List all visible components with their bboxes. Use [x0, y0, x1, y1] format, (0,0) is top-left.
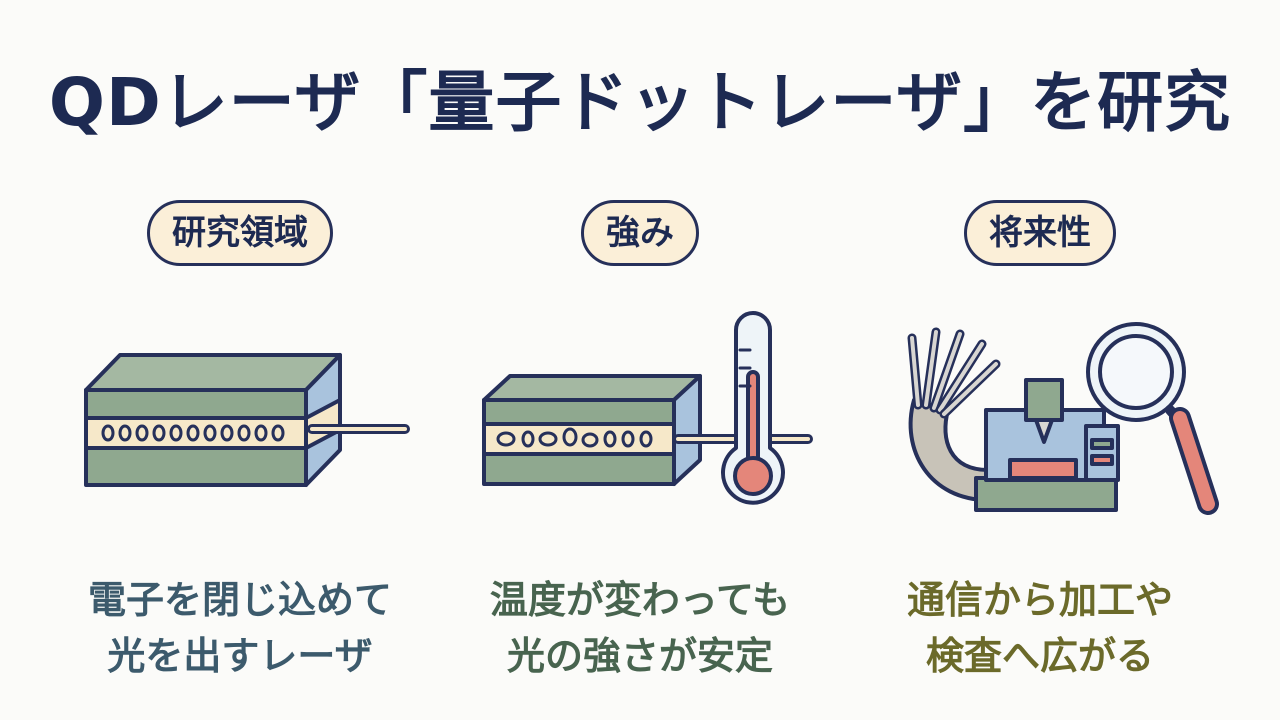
caption-future: 通信から加工や 検査へ広がる	[840, 572, 1240, 684]
laser-chip-icon	[84, 353, 410, 487]
caption-research-area: 電子を閉じ込めて 光を出すレーザ	[40, 572, 440, 684]
caption-line: 光を出すレーザ	[107, 634, 373, 678]
caption-strength: 温度が変わっても 光の強さが安定	[440, 572, 840, 684]
page-title: QDレーザ「量子ドットレーザ」を研究	[48, 64, 1232, 141]
label-research-area: 研究領域	[147, 200, 333, 266]
label-future: 将来性	[964, 200, 1116, 266]
column-future: 将来性	[840, 0, 1240, 720]
caption-line: 電子を閉じ込めて	[87, 578, 392, 622]
fiber-machine-magnifier-icon	[907, 322, 1219, 515]
label-strength: 強み	[581, 200, 699, 266]
column-strength: 強み 温度が	[440, 0, 840, 720]
caption-line: 通信から加工や	[906, 578, 1173, 622]
thermometer-chip-icon	[482, 311, 813, 505]
caption-line: 温度が変わっても	[489, 578, 791, 622]
caption-line: 光の強さが安定	[506, 634, 773, 678]
column-research-area: 研究領域 電	[40, 0, 440, 720]
caption-line: 検査へ広がる	[925, 634, 1154, 678]
